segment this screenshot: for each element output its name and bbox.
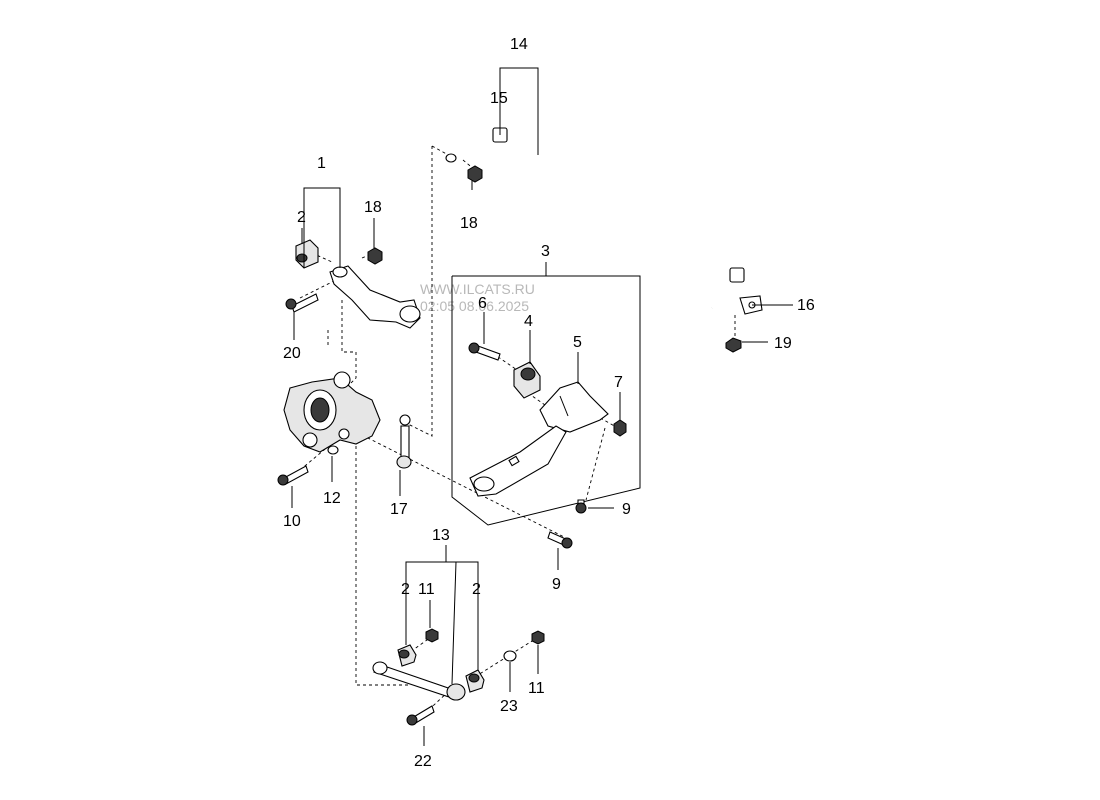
callout-11-right: 11	[528, 680, 545, 697]
stabilizer-bracket-16	[739, 295, 763, 315]
bushing-4	[513, 361, 541, 399]
lower-arm-13	[372, 661, 466, 701]
washer-12	[327, 445, 339, 455]
trailing-arm-bracket-5	[539, 381, 609, 433]
callout-11-left: 11	[418, 581, 435, 598]
nut-19	[725, 337, 742, 353]
callout-2-left: 2	[401, 581, 410, 598]
callout-2-right: 2	[472, 581, 481, 598]
callout-23: 23	[500, 698, 518, 715]
nut-7	[613, 419, 627, 437]
callout-20: 20	[283, 345, 301, 362]
nut-18-bar	[467, 165, 483, 183]
washer-23	[503, 650, 517, 662]
upper-arm-1	[329, 265, 421, 329]
bushing-2-left	[397, 644, 417, 667]
watermark-site: WWW.ILCATS.RU	[420, 281, 535, 297]
callout-14: 14	[510, 36, 528, 53]
bushing-2-right	[465, 669, 485, 693]
bolt-9-upper	[575, 499, 587, 514]
bolt-20	[285, 293, 319, 313]
trailing-arm-3	[469, 425, 567, 497]
callout-4: 4	[524, 313, 533, 330]
callout-9-upper: 9	[622, 501, 631, 518]
bolt-6	[468, 342, 501, 361]
upper-arm-bushing-2	[295, 239, 319, 269]
callout-13: 13	[432, 527, 450, 544]
stabilizer-link-17	[396, 414, 412, 469]
callout-6: 6	[478, 295, 487, 312]
callout-1: 1	[317, 155, 326, 172]
callout-7: 7	[614, 374, 623, 391]
callout-19: 19	[774, 335, 792, 352]
callout-18-arm: 18	[364, 199, 382, 216]
bolt-9-lower	[547, 531, 573, 549]
callout-17: 17	[390, 501, 408, 518]
bolt-10	[277, 465, 309, 486]
callout-16: 16	[797, 297, 815, 314]
nut-11-left	[425, 628, 439, 643]
callout-18-bar: 18	[460, 215, 478, 232]
callout-2-upper: 2	[297, 209, 306, 226]
callout-labels: 14 15 1 2 18 18 3 6 4 5 7 9 9 20 10 12 1…	[283, 36, 815, 770]
nut-18-arm	[367, 247, 383, 265]
bolt-22	[406, 705, 435, 726]
knuckle-carrier	[283, 371, 381, 453]
leader-lines	[291, 67, 793, 746]
trailing-arm-frame	[451, 275, 641, 526]
callout-22: 22	[414, 753, 432, 770]
nut-11-right	[531, 630, 545, 645]
callout-9-lower: 9	[552, 576, 561, 593]
callout-3: 3	[541, 243, 550, 260]
bar-end-eye-left	[445, 153, 457, 163]
callout-10: 10	[283, 513, 301, 530]
callout-5: 5	[573, 334, 582, 351]
callout-12: 12	[323, 490, 341, 507]
stabilizer-bar-bushing-right	[729, 267, 745, 283]
watermark-timestamp: 02:05 08.06.2025	[420, 298, 529, 314]
callout-15: 15	[490, 90, 508, 107]
